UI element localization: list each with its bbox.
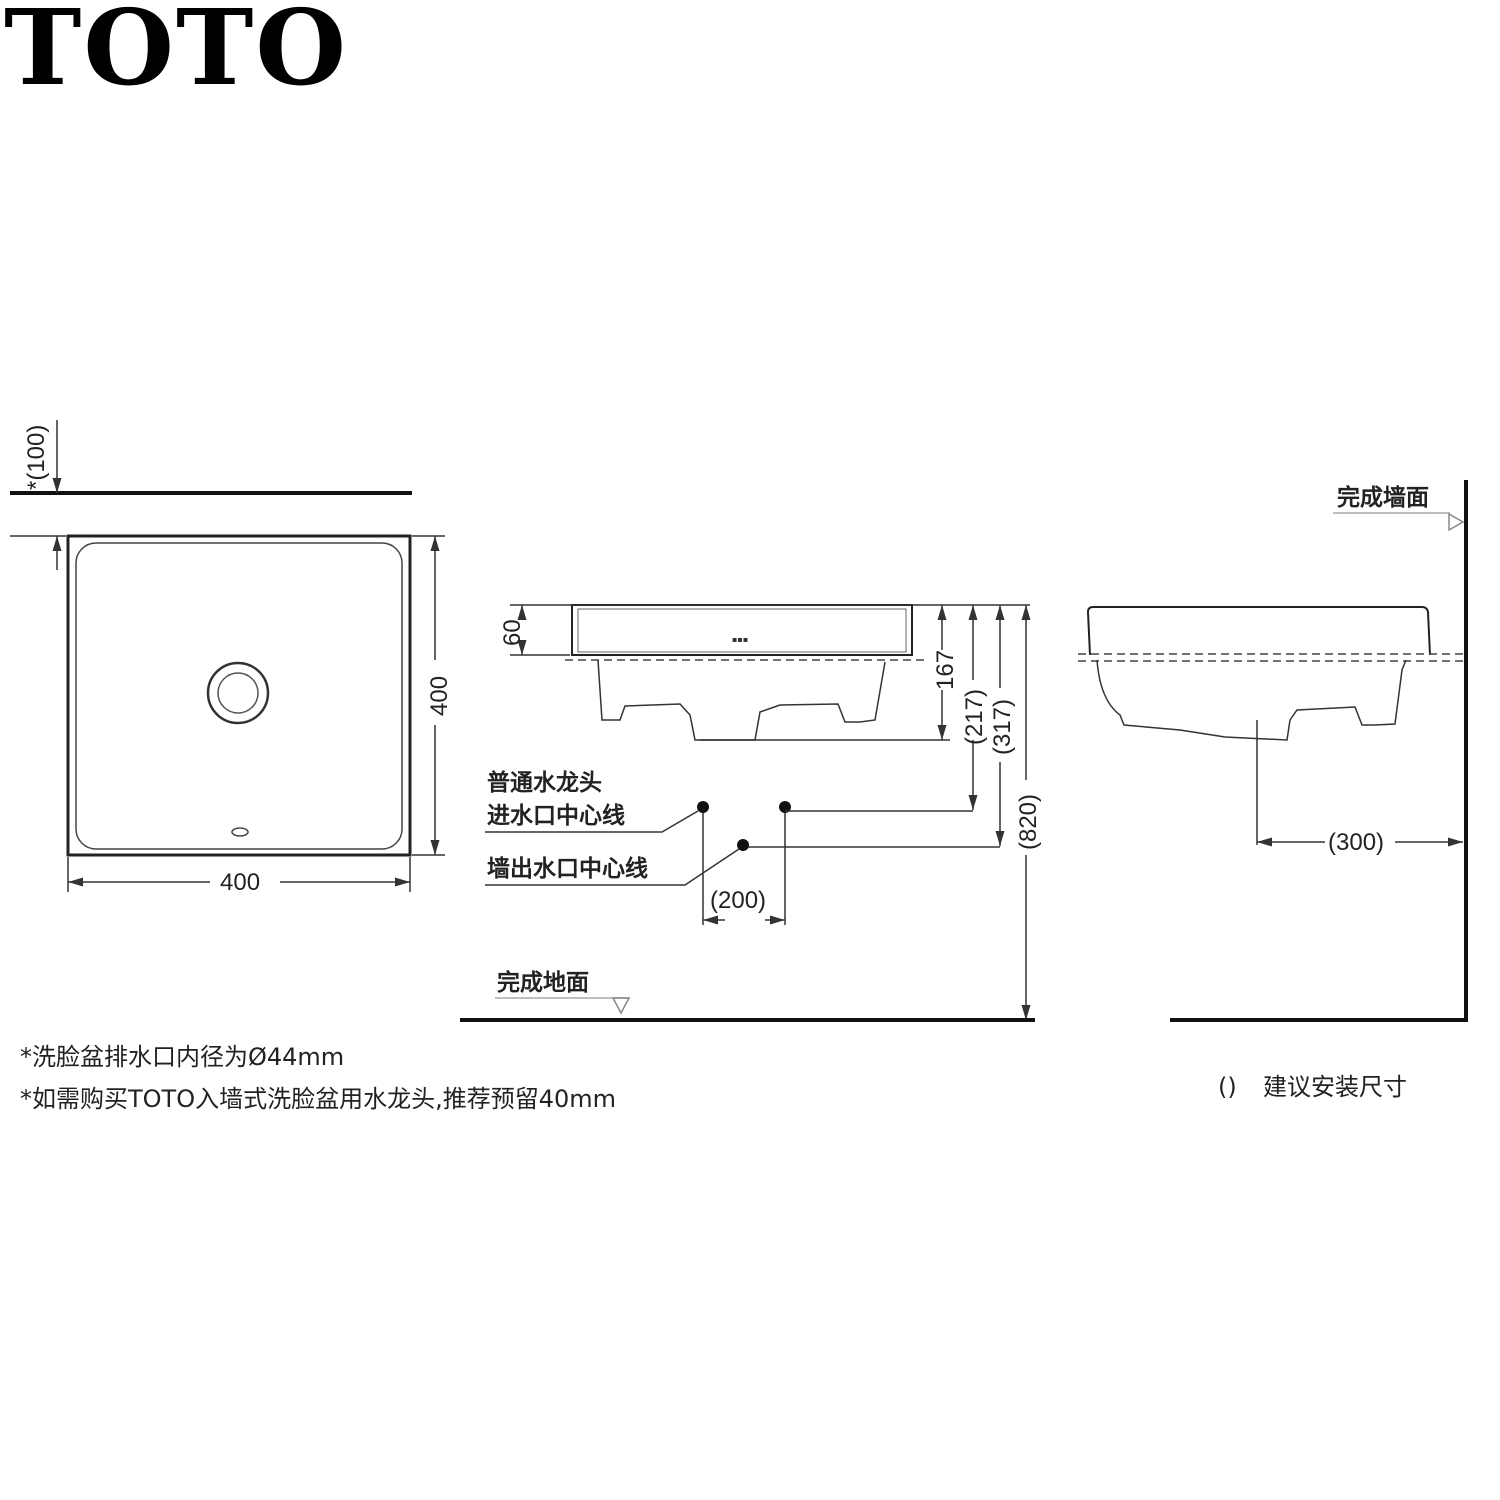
legend-text: 建议安装尺寸 xyxy=(1263,1073,1407,1101)
wall-label: 完成墙面 xyxy=(1337,484,1429,511)
basin-outline xyxy=(66,534,412,857)
toto-logo: TOTO xyxy=(4,0,348,109)
legend-symbol: () xyxy=(1218,1073,1237,1101)
height-dimension: 400 xyxy=(426,676,453,716)
faucet-inlet-point xyxy=(697,801,709,813)
wall-outlet-label: 墙出水口中心线 xyxy=(487,855,648,882)
faucet-inlet-label: 进水口中心线 xyxy=(487,802,625,829)
faucet-inlet-label: 普通水龙头 xyxy=(487,769,602,796)
inlet-height-dimension: (217) xyxy=(961,689,988,745)
pipe-spacing-dimension: (200) xyxy=(710,887,766,914)
width-dimension: 400 xyxy=(220,869,260,896)
drain-icon xyxy=(206,661,270,725)
front-view: ▪▪▪ 60 167 (217) (317) (820) (200) 普通水龙头… xyxy=(460,604,1042,1022)
wall-outlet-point xyxy=(737,839,749,851)
bowl-depth-dimension: 167 xyxy=(932,650,959,690)
note-drain: *洗脸盆排水口内径为Ø44mm xyxy=(20,1043,344,1071)
floor-level-icon xyxy=(611,997,631,1015)
plan-view: *(100) 400 400 xyxy=(10,420,453,896)
floor-label: 完成地面 xyxy=(497,969,589,996)
basin-bowl xyxy=(75,542,403,850)
wall-distance-dimension: (300) xyxy=(1328,829,1384,856)
overflow-icon xyxy=(231,827,249,837)
wall-level-icon xyxy=(1448,512,1465,532)
counter-height-dimension: (820) xyxy=(1015,794,1042,850)
side-view: (300) 完成墙面 xyxy=(1078,480,1468,1022)
outlet-height-dimension: (317) xyxy=(989,699,1016,755)
rim-height-dimension: 60 xyxy=(499,619,526,646)
note-faucet: *如需购买TOTO入墙式洗脸盆用水龙头,推荐预留40mm xyxy=(20,1085,616,1113)
top-offset-dimension: *(100) xyxy=(23,425,50,490)
svg-text:▪▪▪: ▪▪▪ xyxy=(732,635,748,644)
faucet-inlet-point xyxy=(779,801,791,813)
